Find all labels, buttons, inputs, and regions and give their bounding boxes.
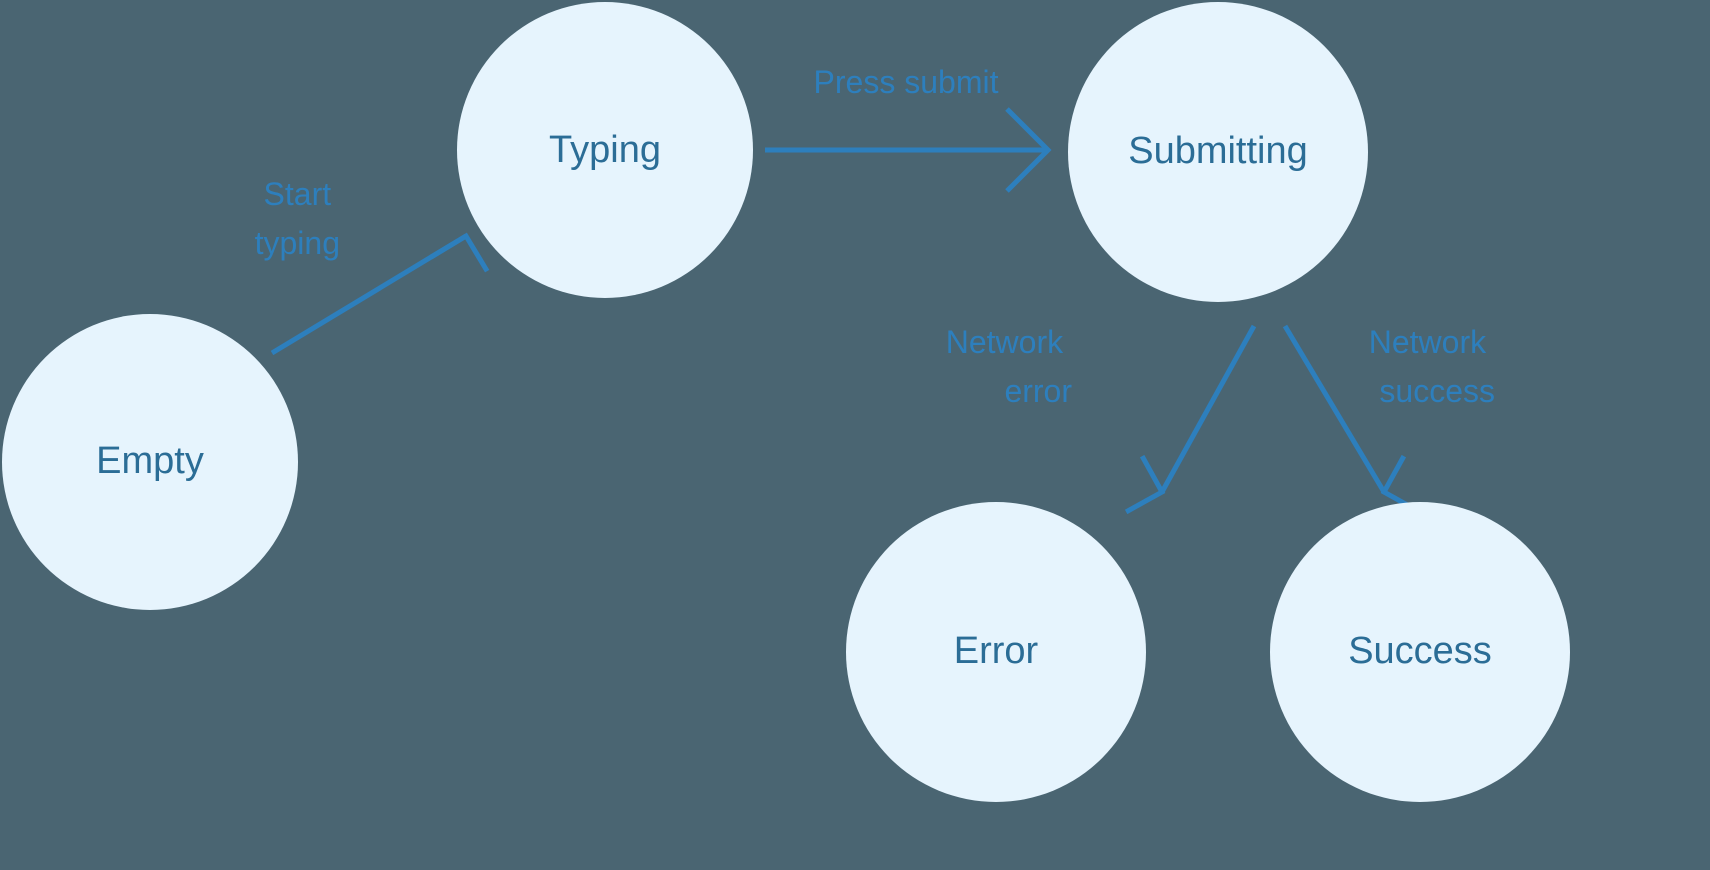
node-circle-submitting[interactable] [1068, 2, 1368, 302]
node-circle-typing[interactable] [457, 2, 753, 298]
edge-label-line: success [1379, 373, 1495, 409]
edge-line-submitting-to-error [1159, 324, 1257, 494]
edge-label-empty-to-typing: Start typing [255, 176, 340, 261]
edge-label-line: Start [264, 176, 332, 212]
node-circle-error[interactable] [846, 502, 1146, 802]
node-label-typing: Typing [549, 129, 661, 171]
node-circle-empty[interactable] [2, 314, 298, 610]
node-label-success: Success [1348, 630, 1492, 672]
edge-label-submitting-to-success: Network success [1369, 324, 1495, 409]
node-submitting[interactable]: Submitting [1068, 2, 1368, 302]
edge-label-line: Network [1369, 324, 1487, 360]
node-typing[interactable]: Typing [457, 2, 753, 298]
arrowhead-typing-to-submitting [1005, 107, 1052, 193]
node-error[interactable]: Error [846, 502, 1146, 802]
edge-label-line: error [1004, 373, 1072, 409]
edge-submitting-to-error [1124, 324, 1257, 515]
node-success[interactable]: Success [1270, 502, 1570, 802]
node-label-error: Error [954, 630, 1039, 672]
node-empty[interactable]: Empty [2, 314, 298, 610]
edge-label-submitting-to-error: Network error [946, 324, 1073, 409]
arrowhead-empty-to-typing [429, 232, 490, 273]
edge-label-line: typing [255, 225, 340, 261]
node-label-submitting: Submitting [1128, 130, 1308, 172]
edge-line-submitting-to-success [1282, 324, 1387, 494]
edge-label-line: Network [946, 324, 1064, 360]
edge-typing-to-submitting [765, 107, 1052, 193]
arrowhead-submitting-to-error [1124, 454, 1166, 515]
edge-label-typing-to-submitting: Press submit [814, 64, 999, 100]
node-circle-success[interactable] [1270, 502, 1570, 802]
edge-label-line: Press submit [814, 64, 999, 100]
node-label-empty: Empty [96, 440, 204, 482]
edge-empty-to-typing [270, 232, 490, 356]
